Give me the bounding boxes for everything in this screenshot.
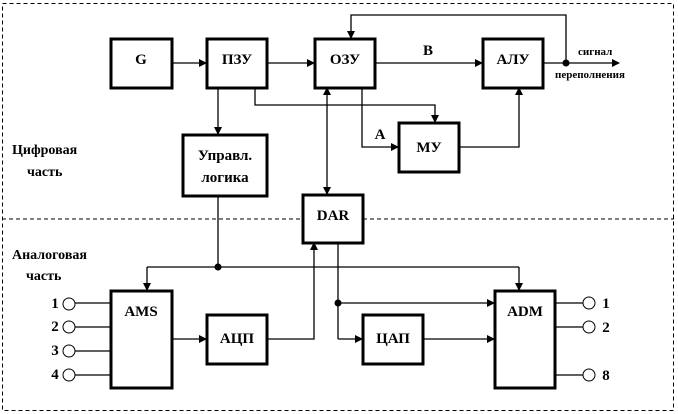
ams-input-label: 3 xyxy=(51,343,59,359)
block-label: DAR xyxy=(317,208,350,224)
ams-input-label: 4 xyxy=(51,367,59,383)
junction-dot xyxy=(214,263,222,271)
signal-b-label: В xyxy=(423,43,433,59)
digital-section-label: Цифровая xyxy=(12,143,78,158)
block-dar: DAR xyxy=(301,193,365,245)
block-label: ЦАП xyxy=(376,331,410,347)
adm-output-label: 2 xyxy=(602,320,610,336)
adm-output-label: 8 xyxy=(602,368,610,384)
block-alu: АЛУ xyxy=(481,37,545,90)
block-label: АЦП xyxy=(220,331,255,347)
block-label: МУ xyxy=(416,140,441,156)
ams-input-1: 1 xyxy=(51,296,110,312)
block-label: ОЗУ xyxy=(330,52,360,68)
block-label: логика xyxy=(201,170,249,186)
block-g: G xyxy=(109,37,174,90)
ams-input-3: 3 xyxy=(51,343,110,359)
signal-a-label: А xyxy=(375,127,386,143)
block-adc: АЦП xyxy=(205,313,269,366)
block-mu: МУ xyxy=(397,121,461,174)
overflow-signal-label-2: переполнения xyxy=(555,69,625,81)
ams-input-label: 1 xyxy=(51,296,59,312)
adm-output-8: 8 xyxy=(555,368,610,384)
block-adm: ADM xyxy=(493,289,557,390)
ams-input-2: 2 xyxy=(51,319,110,335)
adm-output-2: 2 xyxy=(555,320,610,336)
block-label: Управл. xyxy=(198,148,253,164)
ams-input-label: 2 xyxy=(51,319,59,335)
alu-feedback-to-ozu xyxy=(347,14,567,63)
adm-output-1: 1 xyxy=(555,296,610,312)
block-ozu: ОЗУ xyxy=(313,37,377,90)
block-pzu: ПЗУ xyxy=(205,37,269,90)
adm-output-label: 1 xyxy=(602,296,610,312)
mu-to-alu xyxy=(459,87,523,148)
block-control-logic: Управл. логика xyxy=(181,133,269,198)
block-label: G xyxy=(135,52,147,68)
junction-dot xyxy=(334,299,342,307)
ams-input-4: 4 xyxy=(51,367,110,383)
pzu-to-mu xyxy=(254,88,439,123)
analog-section-label-2: часть xyxy=(26,269,62,284)
digital-section-label-2: часть xyxy=(27,165,63,180)
block-label: AMS xyxy=(124,304,157,320)
block-dac: ЦАП xyxy=(361,313,425,366)
block-label: ADM xyxy=(507,304,543,320)
adc-to-dar xyxy=(267,242,318,340)
block-ams: AMS xyxy=(109,289,174,390)
analog-section-label: Аналоговая xyxy=(12,248,87,263)
block-label: АЛУ xyxy=(496,52,529,68)
overflow-signal-label: сигнал xyxy=(578,46,612,58)
junction-dot xyxy=(562,59,570,67)
ozu-to-mu-a xyxy=(361,88,399,151)
block-label: ПЗУ xyxy=(222,52,252,68)
